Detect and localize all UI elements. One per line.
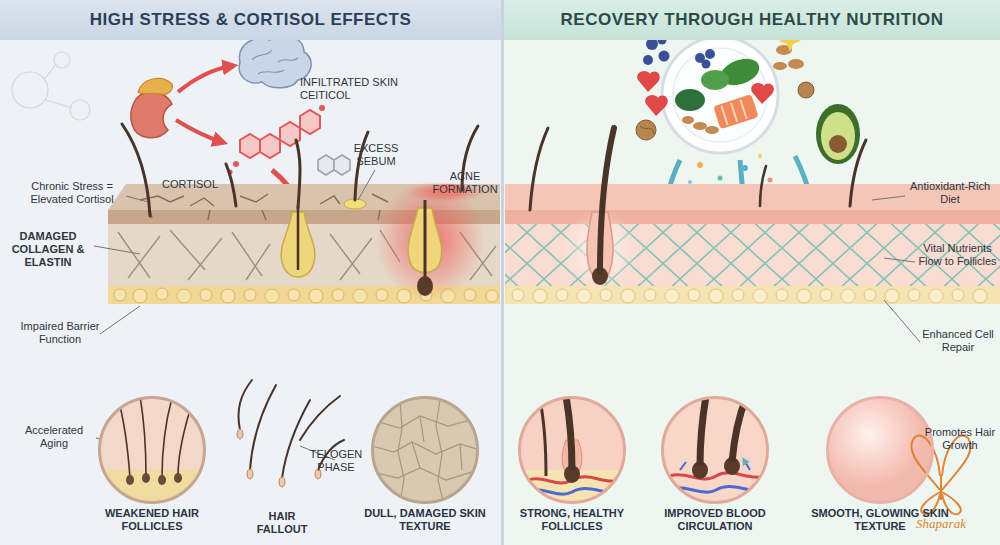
panel-header: RECOVERY THROUGH HEALTHY NUTRITION	[504, 0, 1000, 40]
circle-caption: STRONG, HEALTHY FOLLICLES	[497, 507, 647, 533]
header-text: HIGH STRESS & CORTISOL EFFECTS	[90, 10, 412, 30]
detail-circle: IMPROVED BLOOD CIRCULATION	[661, 396, 769, 504]
callout-label: Antioxidant-Rich Diet	[905, 180, 995, 206]
callout-label: Promotes Hair Growth	[922, 426, 998, 452]
detail-circle: DULL, DAMAGED SKIN TEXTURE	[371, 396, 479, 504]
watermark: Shaparak	[896, 517, 986, 530]
circle-caption: DULL, DAMAGED SKIN TEXTURE	[350, 507, 500, 533]
callout-label: CORTISOL	[150, 178, 230, 191]
callout-label: Accelerated Aging	[14, 424, 94, 450]
callout-label: DAMAGED COLLAGEN & ELASTIN	[2, 230, 94, 269]
callout-label: INFILTRATED SKIN CEITICOL	[300, 76, 400, 102]
circle-caption: IMPROVED BLOOD CIRCULATION	[640, 507, 790, 533]
callout-label: Impaired Barrier Function	[20, 320, 100, 346]
callout-label: ACNE FORMATION	[430, 170, 500, 196]
callout-label: Chronic Stress = Elevated Cortisol	[16, 180, 128, 206]
callout-label: EXCESS SEBUM	[345, 142, 407, 168]
callout-label: HAIR FALLOUT	[252, 510, 312, 536]
panel-header: HIGH STRESS & CORTISOL EFFECTS	[0, 0, 501, 40]
detail-circle: WEAKENED HAIR FOLLICLES	[98, 396, 206, 504]
detail-circle: STRONG, HEALTHY FOLLICLES	[518, 396, 626, 504]
callout-label: TELOGEN PHASE	[300, 448, 372, 474]
header-text: RECOVERY THROUGH HEALTHY NUTRITION	[561, 10, 944, 30]
circle-caption: WEAKENED HAIR FOLLICLES	[77, 507, 227, 533]
detail-circle: SMOOTH, GLOWING SKIN TEXTURE	[826, 396, 934, 504]
callout-label: Enhanced Cell Repair	[920, 328, 996, 354]
callout-label: Vital Nutrients Flow to Follicles	[915, 242, 1000, 268]
